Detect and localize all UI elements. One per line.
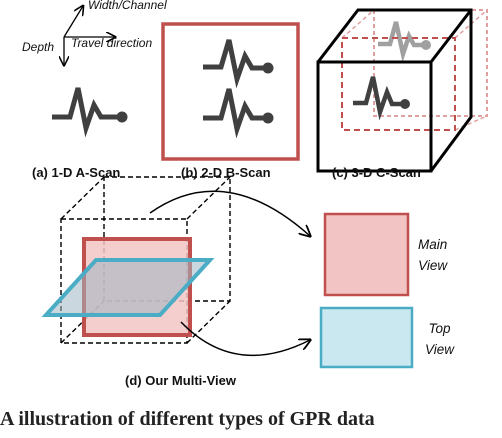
width-channel-label: Width/Channel xyxy=(88,0,167,12)
top-view-label: Top View xyxy=(425,318,454,360)
b-scan-signal-bottom xyxy=(203,88,266,139)
main-view-label-line1: Main xyxy=(418,237,448,252)
b-scan-panel xyxy=(161,22,300,161)
top-plane xyxy=(41,258,215,317)
cropped-caption-text: A illustration of different types of GPR… xyxy=(0,408,502,438)
cropped-caption-line: A illustration of different types of GPR… xyxy=(0,408,375,430)
a-scan-signal xyxy=(52,87,128,138)
arrow-to-main-view xyxy=(149,190,310,236)
caption-b-scan: (b) 2-D B-Scan xyxy=(181,165,271,180)
top-view-label-line2: View xyxy=(425,342,455,357)
top-view-box xyxy=(319,306,414,369)
caption-c-scan: (c) 3-D C-Scan xyxy=(332,165,421,180)
multiview-cube xyxy=(41,176,310,357)
top-view-label-line1: Top xyxy=(428,321,451,336)
c-scan-cube xyxy=(316,8,488,173)
caption-multiview: (d) Our Multi-View xyxy=(125,373,236,388)
axis-indicator xyxy=(64,6,115,65)
main-view-label: Main View xyxy=(418,234,447,276)
main-view-label-line2: View xyxy=(418,258,448,273)
b-scan-signal-top xyxy=(203,39,266,89)
arrow-to-top-view xyxy=(180,321,310,357)
gpr-diagram xyxy=(41,0,488,369)
caption-a-scan: (a) 1-D A-Scan xyxy=(32,165,121,180)
depth-label: Depth xyxy=(22,40,55,54)
width-axis-arrow xyxy=(63,6,83,38)
main-view-box xyxy=(323,212,410,297)
travel-direction-label: Travel direction xyxy=(71,36,153,50)
b-scan-frame xyxy=(161,22,300,161)
